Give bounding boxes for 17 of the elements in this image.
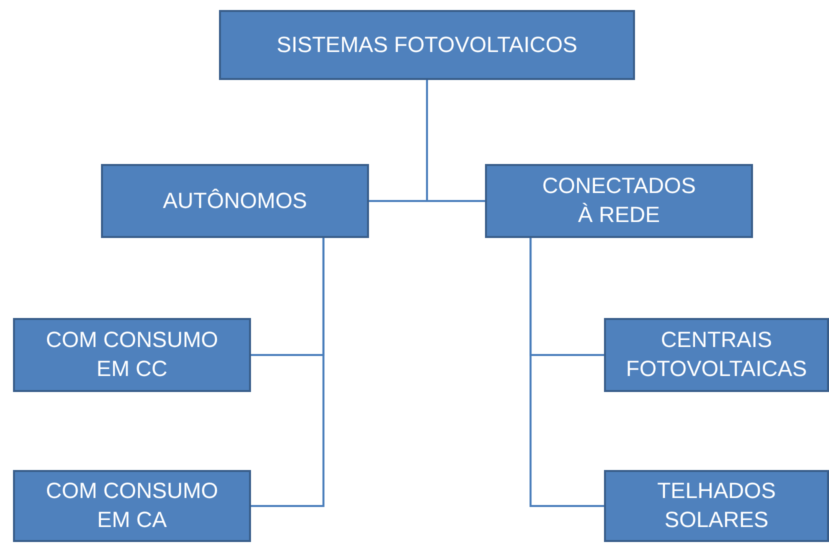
box-label: TELHADOS SOLARES [656,477,777,534]
box-label: CENTRAIS FOTOVOLTAICAS [625,326,808,383]
category-box [604,318,829,392]
box-label: CONECTADOS À REDE [541,172,697,229]
connector-line [530,238,604,507]
connector-line [426,80,485,202]
category-box [485,164,753,238]
box-label: COM CONSUMO EM CC [44,326,220,383]
category-box [101,164,369,238]
category-box [604,470,829,542]
box-label: COM CONSUMO EM CA [44,477,220,534]
box-label: AUTÔNOMOS [162,186,308,215]
category-box [13,470,251,542]
box-label: SISTEMAS FOTOVOLTAICOS [276,30,578,59]
category-box [13,318,251,392]
category-box [219,10,635,80]
connector-line [251,238,324,507]
